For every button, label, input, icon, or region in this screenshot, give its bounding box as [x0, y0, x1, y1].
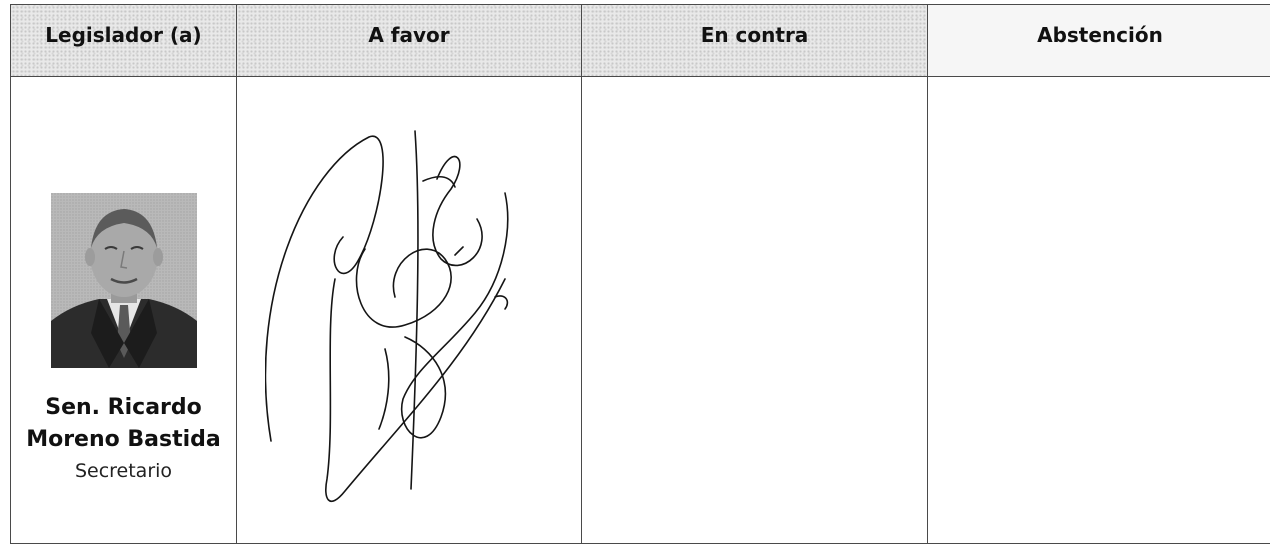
- header-abstencion: Abstención: [928, 5, 1270, 77]
- legislator-role: Secretario: [11, 456, 236, 486]
- signature-mark: [265, 129, 545, 509]
- legislator-name: Sen. Ricardo Moreno Bastida: [11, 392, 236, 456]
- vote-contra-cell: [582, 77, 928, 544]
- header-favor: A favor: [237, 5, 582, 77]
- legislator-photo: [51, 193, 197, 368]
- header-contra: En contra: [582, 5, 928, 77]
- vote-abstencion-cell: [928, 77, 1270, 544]
- header-legislator: Legislador (a): [11, 5, 237, 77]
- vote-table: Legislador (a) A favor En contra Abstenc…: [10, 4, 1270, 544]
- vote-favor-cell: [237, 77, 582, 544]
- legislator-cell: Sen. Ricardo Moreno Bastida Secretario: [11, 77, 237, 544]
- header-row: Legislador (a) A favor En contra Abstenc…: [11, 5, 1270, 77]
- table-row: Sen. Ricardo Moreno Bastida Secretario: [11, 77, 1270, 544]
